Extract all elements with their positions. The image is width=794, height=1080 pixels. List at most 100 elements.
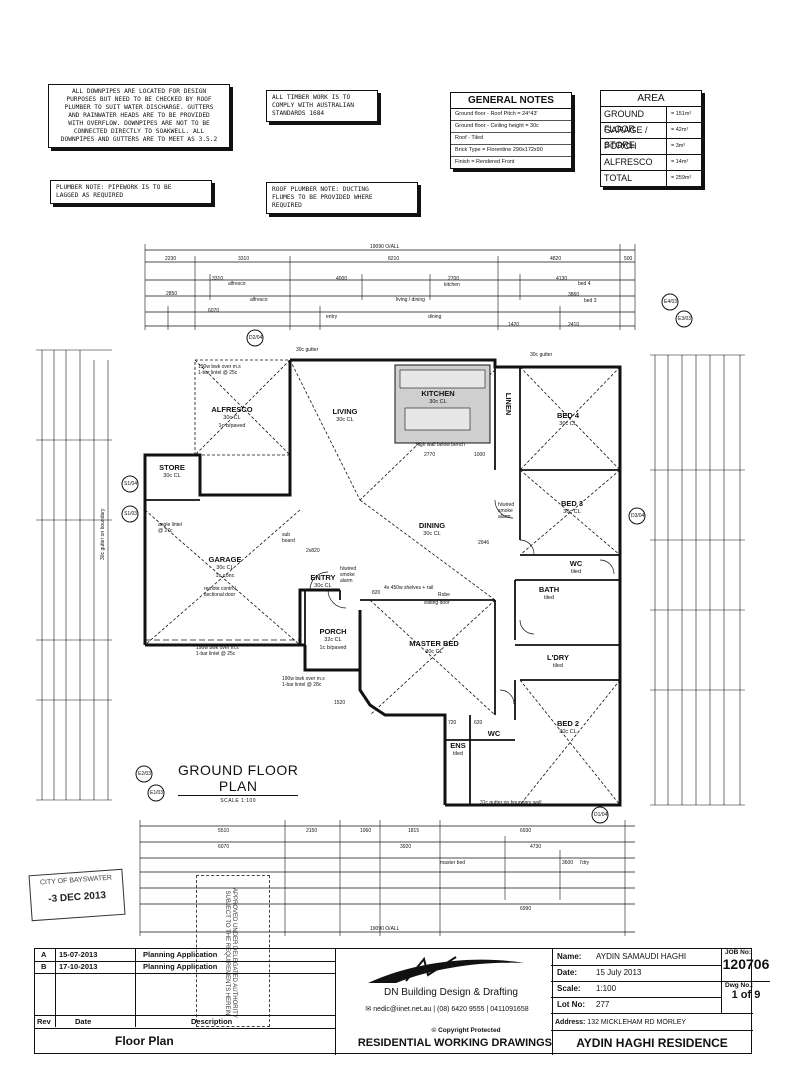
drawing-number-box: Dwg No.: 1 of 9 [721,981,770,1014]
dim-label: 500 [624,256,633,262]
dim-label: 1000 [474,452,486,458]
gutter-note-top-right: 30c gutter [530,352,553,358]
room-name: LINEN [504,392,513,416]
job-number: 120706 [722,956,770,972]
info-lot: 277 [596,1000,610,1009]
section-mark: D2/04 [249,335,263,341]
dim-label: 4130 [556,276,568,282]
copyright-icon: © [431,1027,439,1034]
room-ceiling: 30c CL [563,509,581,515]
room-name: LIVING [332,407,358,416]
dim-label: kitchen [444,282,460,288]
rev-id: A [41,950,47,959]
section-mark: E1/03 [150,790,164,796]
dim-label: 2230 [165,256,177,262]
dim-label: 2770 [424,452,436,458]
company-contact: ✉ nedic@iinet.net.au | (08) 6420 9555 | … [342,1005,552,1013]
room-name: WC [487,729,501,738]
timber-note: ALL TIMBER WORK IS TO COMPLY WITH AUSTRA… [266,90,378,122]
dim-label: 1520 [334,700,346,706]
area-row: PORCH= 3m² [601,139,701,155]
note-line: WITH OVERFLOW. DOWNPIPES ARE NOT TO BE [68,120,210,127]
address-label: Address: [555,1019,586,1026]
info-date: 15 July 2013 [596,968,642,977]
plumber-note: PLUMBER NOTE: PIPEWORK IS TO BE LAGGED A… [50,180,212,204]
dim-label: 4730 [530,844,542,850]
info-name: AYDIN SAMAUDI HAGHI [596,952,687,961]
room-floor: tiled [452,751,464,757]
area-value: = 14m² [671,159,689,165]
gutter-note-left: 30c gutter on boundary [100,508,106,560]
dim-label: alfresco [228,281,246,287]
info-scale: 1:100 [596,984,617,993]
plan-scale: SCALE 1:100 [220,798,257,804]
dim-label: alfresco [250,297,268,303]
lintel-note-alfresco: 190w bwk over m.s 1-bar lintel @ 25c [198,364,241,376]
info-label: Lot No: [557,1000,585,1009]
room-ceiling: 30c CL [423,531,441,537]
dim-label: 2x820 [306,548,320,554]
room-floor: 1c b/paved [319,645,347,651]
dim-label: living / dining [396,297,425,303]
council-name: CITY OF BAYSWATER [39,874,113,887]
room-name: MASTER BED [409,639,459,648]
sub-board-note: sub board [282,532,295,544]
dim-label: 2150 [306,828,318,834]
dim-label: master bed [440,860,466,866]
note-line: PURPOSES BUT NEED TO BE CHECKED BY ROOF [66,96,212,103]
dim-label: 1815 [408,828,420,834]
area-table: AREA GROUND FLOOR= 151m² GARAGE / STORE=… [600,90,702,187]
area-value: = 151m² [671,111,692,117]
rev-desc: Planning Application [143,950,218,959]
area-heading: AREA [601,91,701,107]
info-label: Scale: [557,984,581,993]
sliding-door-note: sliding door [424,600,450,606]
approval-stamp: APPROVED UNDER DELEGATED AUTHORITY SUBJE… [196,875,270,1027]
section-mark: D1/04 [594,812,608,818]
rev-date: 15-07-2013 [59,950,98,959]
plan-title-line1: GROUND FLOOR [178,762,299,778]
general-note-row: Ground floor - Roof Pitch = 24°43' [451,109,571,121]
room-ceiling: 30c CL [223,415,241,421]
residence-title: AYDIN HAGHI RESIDENCE [576,1036,728,1050]
section-mark: E2/03 [138,771,152,777]
section-mark: D3/04 [631,513,645,519]
area-row: GARAGE / STORE= 42m² [601,123,701,150]
room-floor: 1c conc [215,573,235,579]
rev-date: 17-10-2013 [59,962,98,971]
room-floor: 1c b/paved [218,423,246,429]
dim-label: 6070 [218,844,230,850]
revision-table: A 15-07-2013 Planning Application B 17-1… [35,949,335,1055]
plan-title: GROUND FLOOR PLAN SCALE 1:100 [178,762,299,804]
dim-label: bed 3 [584,298,597,304]
dim-label: 1420 [508,322,520,328]
info-row: Lot No: 277 [551,997,721,1014]
angle-lintel-note: angle lintel @ 27c [158,522,182,534]
room-name: KITCHEN [421,389,455,398]
dim-label: 4000 [336,276,348,282]
room-name: ALFRESCO [211,405,253,414]
lintel-note-garage: 190w bwk over m.s 1-bar lintel @ 25c [196,645,239,657]
room-ceiling: 30c CL [163,473,181,479]
room-name: STORE [159,463,185,472]
info-label: Date: [557,968,578,977]
revision-row: A 15-07-2013 Planning Application [35,949,335,962]
job-label: JOB No: [725,949,751,956]
room-name: L'DRY [547,653,569,662]
rev-id: B [41,962,47,971]
project-info: Name:AYDIN SAMAUDI HAGHI Date:15 July 20… [551,949,770,1055]
company-logo [368,956,524,983]
room-ceiling: 30c CL [559,729,577,735]
working-drawings-label: RESIDENTIAL WORKING DRAWINGS [357,1037,552,1049]
